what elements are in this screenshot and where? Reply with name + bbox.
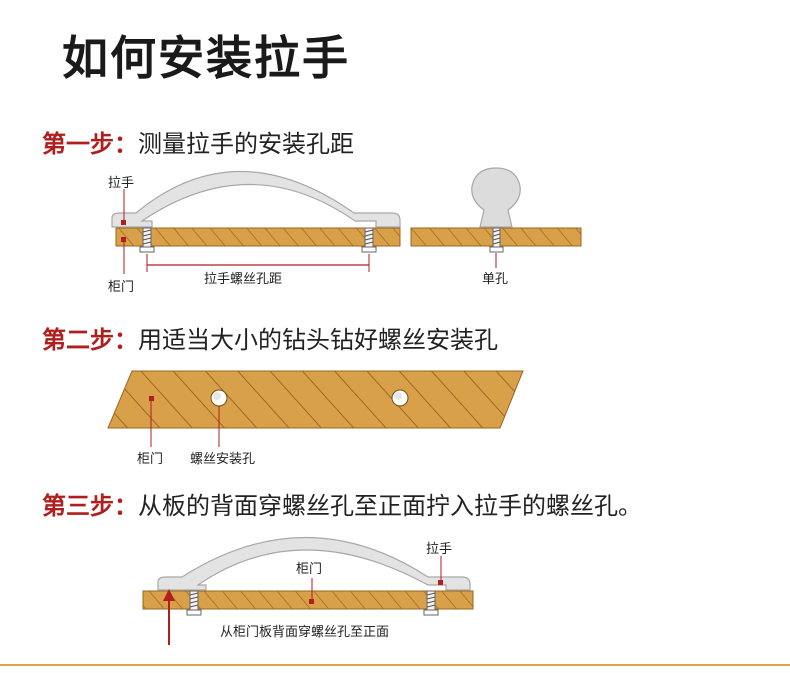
- step2-hole-label: 螺丝安装孔: [190, 452, 256, 467]
- screw-hole-right: [391, 389, 409, 407]
- knob: [471, 167, 521, 228]
- step1-heading: 第一步：测量拉手的安装孔距: [42, 124, 354, 159]
- step3-note-label: 从柜门板背面穿螺丝孔至正面: [220, 625, 390, 640]
- step1-single-label: 单孔: [482, 272, 509, 287]
- step3-cabinet-label: 柜门: [296, 562, 323, 577]
- screw-3-left: [186, 590, 202, 616]
- step1-label: 第一步：: [42, 130, 138, 158]
- page-title: 如何安装拉手: [62, 31, 350, 85]
- step1-text: 测量拉手的安装孔距: [138, 130, 354, 158]
- step3-text: 从板的背面穿螺丝孔至正面拧入拉手的螺丝孔。: [138, 492, 642, 520]
- screw-left: [139, 227, 155, 253]
- handle-bow-3: [157, 537, 471, 591]
- step3-label: 第三步：: [42, 492, 138, 520]
- step2-heading: 第二步：用适当大小的钻头钻好螺丝安装孔: [42, 320, 498, 355]
- screw-3-right: [423, 590, 439, 616]
- cabinet-board-2: [107, 370, 524, 429]
- step3-heading: 第三步：从板的背面穿螺丝孔至正面拧入拉手的螺丝孔。: [42, 486, 642, 521]
- screw-hole-left: [210, 389, 228, 407]
- step1-cabinet-label: 柜门: [108, 280, 135, 295]
- up-arrow-head: [163, 589, 175, 601]
- step1-spacing-label: 拉手螺丝孔距: [204, 272, 283, 287]
- step2-cabinet-label: 柜门: [137, 452, 164, 467]
- step1-handle-label: 拉手: [108, 176, 135, 191]
- step2-label: 第二步：: [42, 326, 138, 354]
- handle-bow: [111, 170, 401, 228]
- step2-text: 用适当大小的钻头钻好螺丝安装孔: [138, 326, 498, 354]
- screw-single: [489, 227, 504, 253]
- screw-right: [361, 227, 377, 253]
- cabinet-board-1: [115, 227, 401, 247]
- cabinet-board-3: [142, 590, 474, 610]
- bottom-divider: [0, 664, 790, 666]
- step3-handle-label: 拉手: [426, 542, 453, 557]
